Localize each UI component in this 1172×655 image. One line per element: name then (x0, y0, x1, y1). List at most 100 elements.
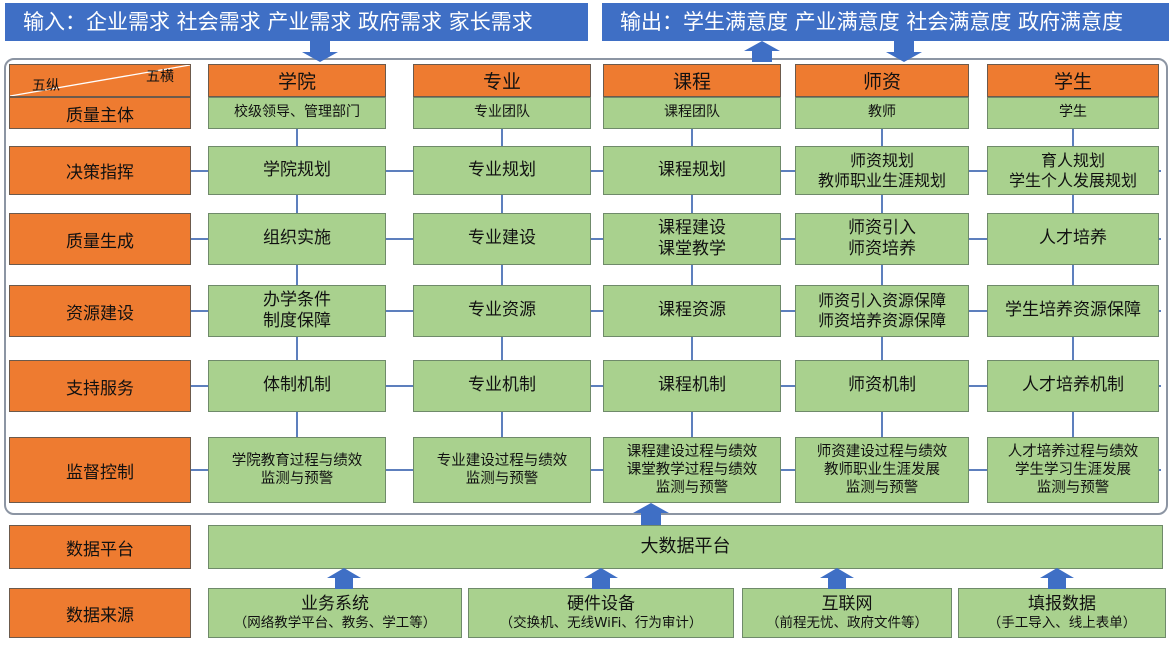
model-frame (4, 58, 1168, 515)
platform-box: 大数据平台 (208, 525, 1163, 569)
subject-cell: 学生 (987, 97, 1159, 129)
content-cell: 专业规划 (413, 146, 591, 195)
row-label: 资源建设 (9, 285, 191, 337)
content-cell-line: 监测与预警 (655, 480, 729, 497)
source-box: 业务系统（网络教学平台、教务、学工等） (208, 588, 462, 638)
content-cell: 组织实施 (208, 213, 386, 265)
content-cell-line: 师资规划 (849, 150, 914, 170)
output-arrow (744, 41, 780, 62)
content-cell: 师资引入师资培养 (795, 213, 969, 265)
content-cell-line: 教师职业生涯规划 (817, 170, 946, 190)
sources-label: 数据来源 (9, 588, 191, 638)
column-header: 专业 (413, 64, 591, 97)
content-cell-line: 课程资源 (658, 300, 726, 321)
content-cell-line: 学生个人发展规划 (1008, 170, 1137, 190)
content-cell-line: 师资引入 (848, 217, 916, 238)
content-cell-line: 师资引入资源保障 (817, 291, 946, 310)
sources-label-text: 数据来源 (66, 605, 134, 626)
content-cell-line: 学院教育过程与绩效 (231, 452, 363, 469)
row-label-text: 质量生成 (66, 231, 134, 252)
row-label: 质量主体 (9, 97, 191, 129)
content-cell-line: 专业机制 (468, 375, 536, 396)
row-label-text: 决策指挥 (66, 163, 134, 183)
row-label: 质量生成 (9, 213, 191, 265)
content-cell-line: 专业资源 (468, 300, 536, 321)
source-to-platform-arrow (584, 568, 618, 589)
platform-label: 数据平台 (9, 525, 191, 569)
content-cell: 师资机制 (795, 360, 969, 412)
corner-diagonal (10, 65, 190, 96)
corner-header: 五横 五纵 (9, 64, 191, 97)
content-cell-line: 师资机制 (848, 375, 916, 396)
source-title: 业务系统 (301, 593, 369, 614)
content-cell-line: 课程建设 (658, 217, 726, 238)
source-box: 硬件设备（交换机、无线WiFi、行为审计） (468, 588, 734, 638)
row-label: 支持服务 (9, 360, 191, 412)
content-cell: 育人规划学生个人发展规划 (987, 146, 1159, 195)
content-cell: 课程规划 (603, 146, 781, 195)
subject-cell: 课程团队 (603, 97, 781, 129)
content-cell: 人才培养过程与绩效学生学习生涯发展监测与预警 (987, 437, 1159, 503)
content-cell: 课程资源 (603, 285, 781, 337)
column-header: 学院 (208, 64, 386, 97)
content-cell-line: 课程机制 (658, 375, 726, 396)
row-label-text: 质量主体 (66, 105, 134, 126)
content-cell-line: 教师职业生涯发展 (824, 461, 940, 478)
row-label-text: 监督控制 (66, 462, 134, 483)
source-to-platform-arrow (820, 568, 854, 589)
content-cell-line: 监测与预警 (845, 480, 919, 497)
source-to-platform-arrow (1040, 568, 1074, 589)
content-cell-line: 师资建设过程与绩效 (816, 443, 948, 460)
row-label: 监督控制 (9, 437, 191, 503)
platform-label-text: 数据平台 (66, 539, 134, 560)
column-header-label: 师资 (862, 71, 901, 93)
output-banner: 输出：学生满意度 产业满意度 社会满意度 政府满意度 (602, 3, 1169, 41)
subject-cell: 专业团队 (413, 97, 591, 129)
column-header: 师资 (795, 64, 969, 97)
source-box: 填报数据（手工导入、线上表单） (958, 588, 1166, 638)
content-cell: 学院教育过程与绩效监测与预警 (208, 437, 386, 503)
content-cell: 师资引入资源保障师资培养资源保障 (795, 285, 969, 337)
content-cell-line: 课堂教学过程与绩效 (626, 461, 758, 478)
subject-cell-text: 课程团队 (664, 104, 720, 121)
platform-to-grid-arrow (633, 503, 669, 525)
content-cell-line: 学生学习生涯发展 (1015, 461, 1131, 478)
source-detail: （网络教学平台、教务、学工等） (233, 615, 437, 632)
content-cell-line: 学院规划 (263, 159, 331, 180)
subject-cell-text: 校级领导、管理部门 (234, 104, 360, 121)
content-cell-line: 体制机制 (263, 375, 331, 396)
content-cell-line: 学生培养资源保障 (1005, 300, 1141, 321)
subject-cell-text: 学生 (1059, 104, 1087, 121)
content-cell-line: 课堂教学 (658, 239, 726, 259)
content-cell-line: 监测与预警 (1036, 480, 1110, 497)
column-header: 学生 (987, 64, 1159, 97)
content-cell-line: 人才培养 (1039, 228, 1107, 249)
source-detail: （手工导入、线上表单） (987, 615, 1137, 632)
content-cell: 办学条件制度保障 (208, 285, 386, 337)
subject-cell: 校级领导、管理部门 (208, 97, 386, 129)
content-cell: 人才培养 (987, 213, 1159, 265)
content-cell: 师资建设过程与绩效教师职业生涯发展监测与预警 (795, 437, 969, 503)
content-cell-line: 专业规划 (468, 159, 536, 180)
column-header-label: 专业 (482, 71, 521, 93)
content-cell: 人才培养机制 (987, 360, 1159, 412)
column-header-label: 学生 (1053, 71, 1092, 93)
platform-box-text: 大数据平台 (640, 535, 731, 557)
content-cell-line: 监测与预警 (465, 471, 539, 487)
content-cell-line: 办学条件 (263, 289, 331, 310)
content-cell: 师资规划教师职业生涯规划 (795, 146, 969, 195)
input-arrow (302, 41, 338, 62)
column-header-label: 学院 (277, 71, 316, 93)
source-box: 互联网（前程无忧、政府文件等） (742, 588, 952, 638)
subject-cell-text: 专业团队 (474, 104, 530, 121)
content-cell: 课程建设过程与绩效课堂教学过程与绩效监测与预警 (603, 437, 781, 503)
content-cell: 课程机制 (603, 360, 781, 412)
column-header-label: 课程 (672, 71, 711, 93)
source-title: 互联网 (821, 593, 873, 614)
source-to-platform-arrow (327, 568, 361, 589)
content-cell-line: 育人规划 (1040, 150, 1105, 170)
content-cell: 学院规划 (208, 146, 386, 195)
row-label: 决策指挥 (9, 146, 191, 195)
content-cell-line: 师资培养 (848, 239, 916, 259)
content-cell-line: 组织实施 (263, 228, 331, 249)
